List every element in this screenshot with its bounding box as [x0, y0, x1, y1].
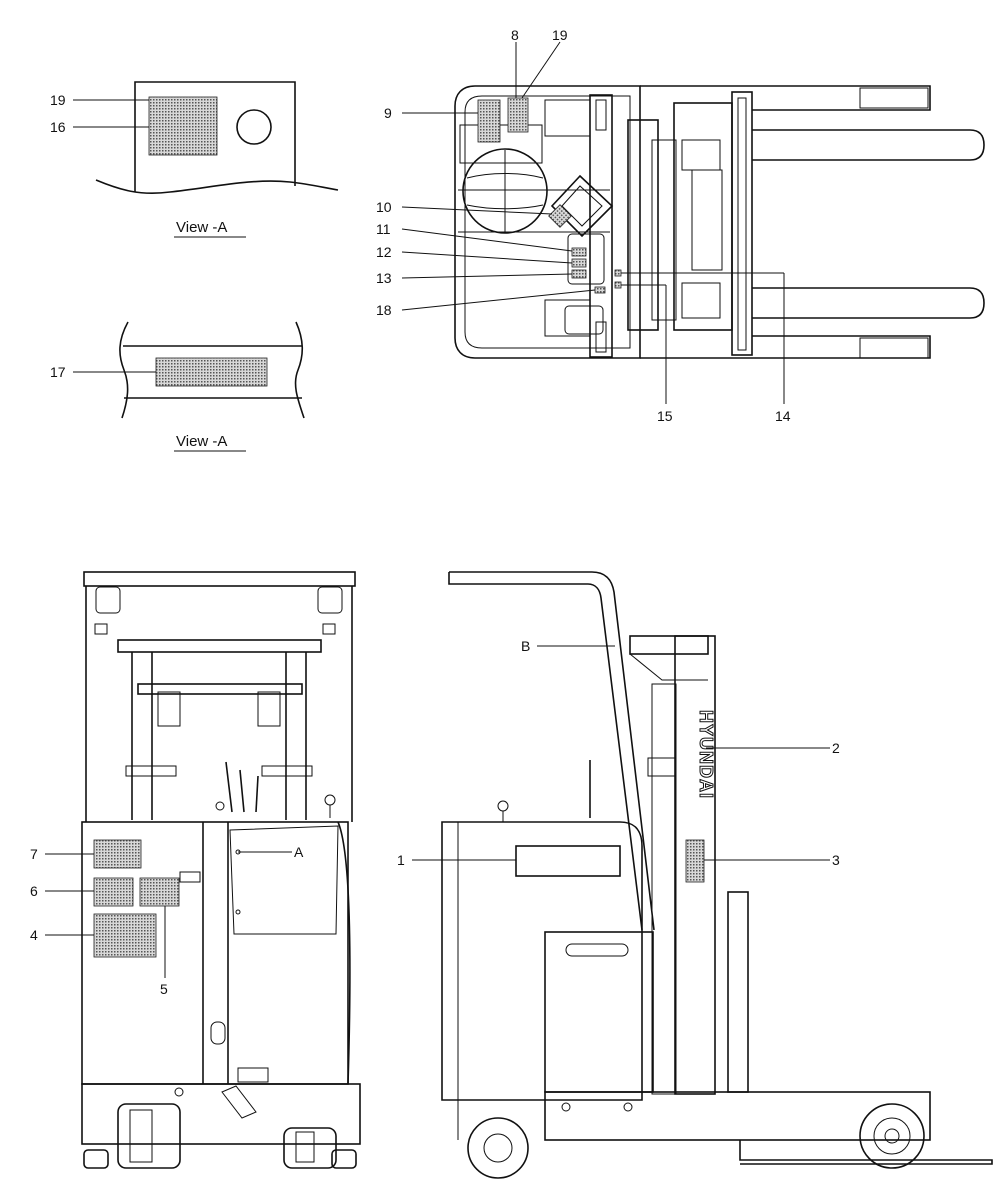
callout-19-top: 19 — [552, 27, 568, 43]
decal-7 — [93, 839, 142, 869]
view-a-title-2: View -A — [176, 433, 227, 450]
callout-1: 1 — [397, 852, 405, 868]
callout-4: 4 — [30, 927, 38, 943]
decal-6 — [93, 877, 134, 907]
decal-1 — [515, 845, 621, 877]
decal-8-19 — [507, 97, 529, 133]
decal-13 — [571, 269, 587, 279]
decal-12 — [571, 258, 587, 268]
decal-5 — [139, 877, 180, 907]
decal-14 — [614, 269, 622, 277]
callout-6: 6 — [30, 883, 38, 899]
callout-15: 15 — [657, 408, 673, 424]
callout-17: 17 — [50, 364, 66, 380]
callout-16: 16 — [50, 119, 66, 135]
top-view: 9 8 19 10 11 12 13 18 15 14 — [376, 27, 985, 424]
decal-9 — [477, 99, 501, 143]
circular-gauge — [236, 109, 272, 145]
callout-2: 2 — [832, 740, 840, 756]
decal-18 — [594, 286, 606, 294]
callout-19-view: 19 — [50, 92, 66, 108]
callout-10: 10 — [376, 199, 392, 215]
callout-5: 5 — [160, 981, 168, 997]
callout-b: B — [521, 638, 530, 654]
side-view: HYUNDAI B 2 3 1 — [397, 571, 993, 1179]
decal-10 — [548, 204, 572, 228]
view-a-detail-2: 17 View -A — [50, 321, 305, 452]
view-a-detail-1: 19 16 View -A — [50, 81, 339, 238]
decal-17 — [155, 357, 268, 387]
brand-hyundai: HYUNDAI — [696, 710, 716, 799]
callout-8: 8 — [511, 27, 519, 43]
callout-14: 14 — [775, 408, 791, 424]
callout-13: 13 — [376, 270, 392, 286]
callout-12: 12 — [376, 244, 392, 260]
decal-3 — [685, 839, 705, 883]
decal-19-16 — [148, 96, 218, 156]
callout-a: A — [294, 844, 304, 860]
decal-11 — [571, 247, 587, 257]
callout-18: 18 — [376, 302, 392, 318]
callout-11: 11 — [376, 221, 391, 237]
decal-15 — [614, 281, 622, 289]
callout-3: 3 — [832, 852, 840, 868]
callout-7: 7 — [30, 846, 38, 862]
rear-view: 7 6 4 5 A — [30, 571, 361, 1169]
decal-4 — [93, 913, 157, 958]
callout-9: 9 — [384, 105, 392, 121]
view-a-title-1: View -A — [176, 219, 227, 236]
